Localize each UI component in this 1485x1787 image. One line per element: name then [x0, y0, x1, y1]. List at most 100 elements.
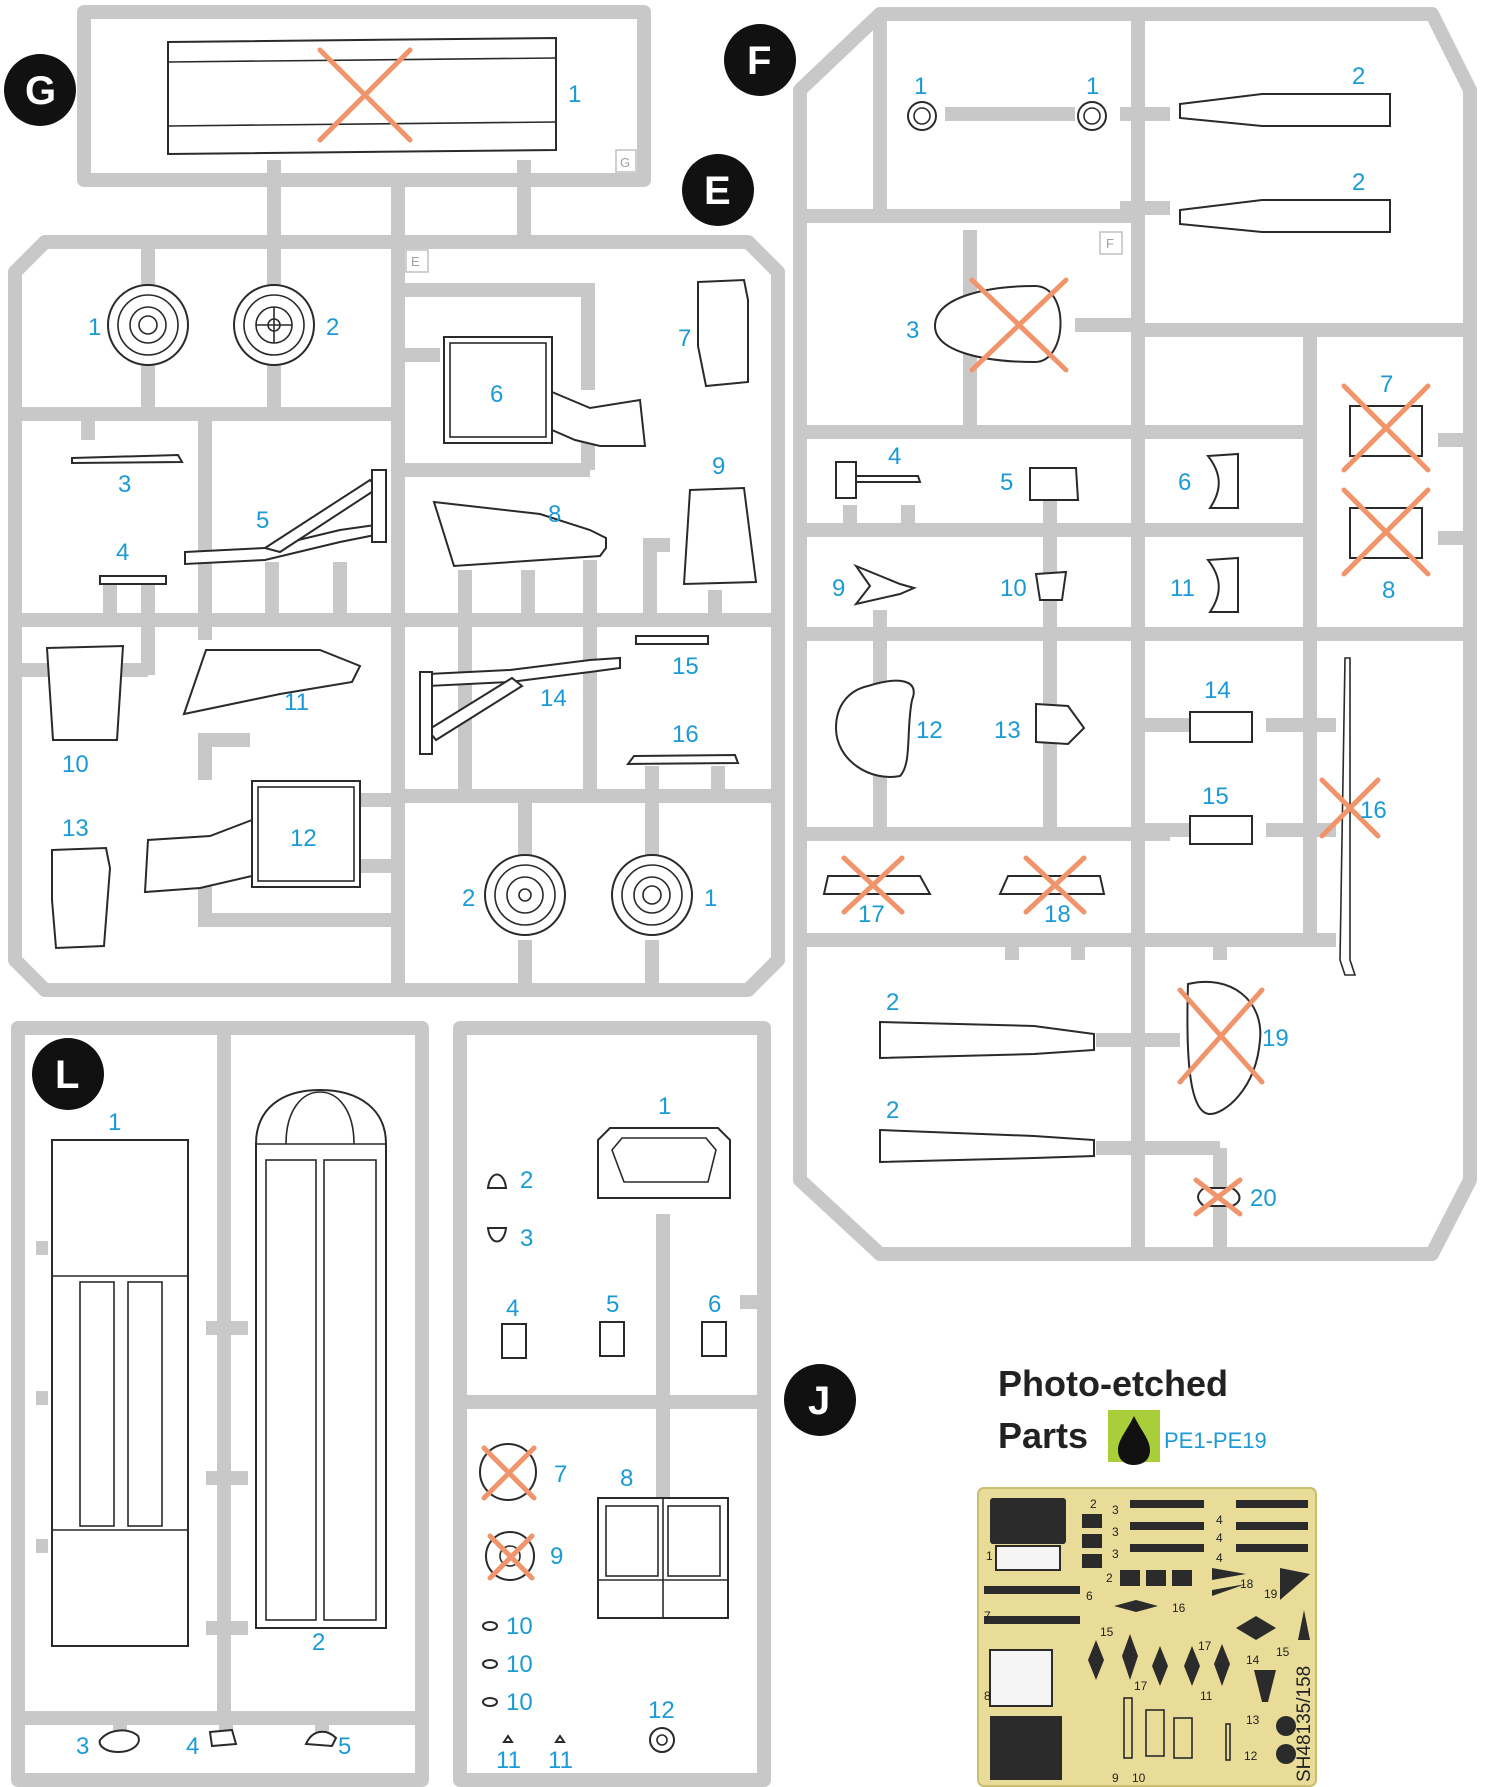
label-e2: 2 — [326, 314, 339, 341]
photo-etched-section: Photo-etched Parts PE1-PE19 — [977, 1363, 1317, 1787]
label-f7: 7 — [1380, 371, 1393, 398]
pe-fret — [977, 1487, 1317, 1787]
label-e11: 11 — [284, 689, 309, 716]
part-e9 — [682, 486, 758, 586]
pe-title-line2: Parts — [998, 1415, 1088, 1456]
pe-label-2-b: 2 — [1106, 1571, 1113, 1585]
part-j10-b — [482, 1659, 498, 1669]
label-e15: 15 — [672, 653, 699, 680]
label-j8: 8 — [620, 1465, 633, 1492]
part-f2-a — [1179, 93, 1391, 127]
label-f6: 6 — [1178, 469, 1191, 496]
pe-label-16: 16 — [1172, 1601, 1186, 1615]
part-l4 — [208, 1728, 238, 1748]
part-f2-d — [879, 1128, 1095, 1164]
pe-label-9: 9 — [1112, 1771, 1119, 1785]
label-f15: 15 — [1202, 783, 1229, 810]
label-j11-b: 11 — [548, 1747, 573, 1774]
pe-label-7: 7 — [984, 1609, 991, 1623]
label-f3: 3 — [906, 317, 919, 344]
pe-label-10: 10 — [1132, 1771, 1146, 1785]
label-f2-c: 2 — [886, 989, 899, 1016]
sprue-l: L 1 2 3 4 5 — [11, 1021, 429, 1787]
label-e2-lower: 2 — [462, 885, 475, 912]
part-e2 — [233, 284, 315, 366]
pe-range: PE1-PE19 — [1164, 1428, 1267, 1453]
sprue-tag-f: F — [1106, 236, 1114, 251]
part-f11 — [1206, 556, 1239, 613]
sprue-f: F F 1 1 2 2 3 4 5 6 7 8 9 10 — [724, 7, 1477, 1261]
part-f14 — [1189, 711, 1253, 743]
part-f9 — [853, 563, 917, 606]
label-f12: 12 — [916, 717, 943, 744]
part-e1-lower — [611, 854, 693, 936]
part-j3 — [486, 1227, 508, 1243]
label-j11-a: 11 — [496, 1747, 521, 1774]
part-e10 — [45, 644, 125, 741]
pe-label-4-c: 4 — [1216, 1551, 1223, 1565]
part-j11-a — [502, 1734, 514, 1743]
sprue-badge-j — [784, 1364, 856, 1436]
label-l5: 5 — [338, 1733, 351, 1760]
part-f1-right — [1077, 101, 1107, 131]
label-j1: 1 — [658, 1093, 671, 1120]
label-f14: 14 — [1204, 677, 1231, 704]
label-j6: 6 — [708, 1291, 721, 1318]
part-j8 — [597, 1497, 729, 1619]
label-j4: 4 — [506, 1295, 519, 1322]
label-f13: 13 — [994, 717, 1021, 744]
part-f4 — [835, 461, 922, 499]
part-j1 — [597, 1127, 731, 1199]
pe-label-14: 14 — [1246, 1653, 1260, 1667]
label-e16: 16 — [672, 721, 699, 748]
part-f16 — [1339, 657, 1357, 976]
part-j5 — [599, 1321, 625, 1357]
pe-fret-code: SH48135/158 — [1294, 1666, 1315, 1782]
pe-label-3-c: 3 — [1112, 1547, 1119, 1561]
pe-label-8: 8 — [984, 1689, 991, 1703]
part-j10-a — [482, 1621, 498, 1631]
label-f8: 8 — [1382, 577, 1395, 604]
label-f2-a: 2 — [1352, 63, 1365, 90]
part-j4 — [501, 1323, 527, 1359]
pe-label-2-a: 2 — [1090, 1497, 1097, 1511]
label-f10: 10 — [1000, 575, 1027, 602]
part-f12 — [834, 679, 915, 778]
sprue-badge-l — [32, 1038, 104, 1110]
part-f2-b — [1179, 199, 1391, 233]
drop-icon — [1118, 1416, 1150, 1465]
label-e10: 10 — [62, 751, 89, 778]
part-j11-b — [554, 1734, 566, 1743]
pe-label-4-a: 4 — [1216, 1513, 1223, 1527]
label-e14: 14 — [540, 685, 567, 712]
part-f2-c — [879, 1020, 1095, 1060]
label-j12: 12 — [648, 1697, 675, 1724]
sprue-badge-f-letter: F — [747, 39, 771, 83]
label-f1-right: 1 — [1086, 73, 1099, 100]
part-e1 — [107, 284, 189, 366]
label-f11: 11 — [1170, 575, 1195, 602]
pe-label-13: 13 — [1246, 1713, 1260, 1727]
pe-label-6: 6 — [1086, 1589, 1093, 1603]
sprue-tag-g: G — [620, 155, 630, 170]
sprue-badge-l-letter: L — [55, 1053, 79, 1097]
label-e8: 8 — [548, 501, 561, 528]
label-f16: 16 — [1360, 797, 1387, 824]
part-f17 — [822, 875, 932, 895]
sprue-badge-f — [724, 24, 796, 96]
part-f1-left — [907, 101, 937, 131]
label-e5: 5 — [256, 507, 269, 534]
part-e5 — [184, 469, 387, 566]
part-e16 — [625, 753, 740, 766]
part-f6 — [1206, 452, 1239, 509]
label-j7: 7 — [554, 1461, 567, 1488]
part-e8 — [432, 500, 607, 568]
label-g1: 1 — [568, 81, 581, 108]
part-f5 — [1029, 467, 1080, 501]
pe-label-19: 19 — [1264, 1587, 1278, 1601]
label-l4: 4 — [186, 1733, 199, 1760]
label-e1: 1 — [88, 314, 101, 341]
part-e12 — [143, 780, 361, 894]
pe-label-17-b: 17 — [1134, 1679, 1148, 1693]
sprue-tag-e: E — [411, 254, 420, 269]
